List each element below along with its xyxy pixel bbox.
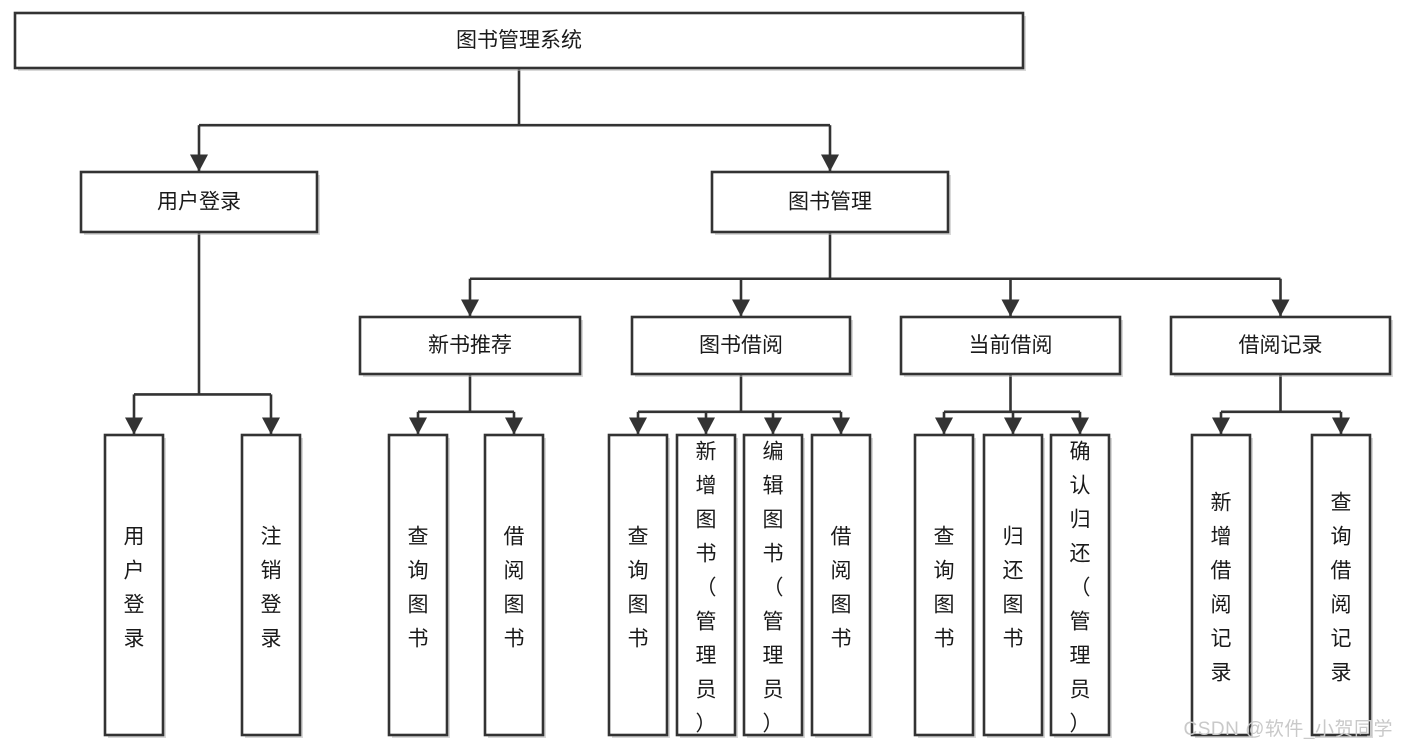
node-leaf-borrow-book-1[interactable]: 借阅图书 xyxy=(483,433,546,738)
node-leaf-add-record[interactable]: 新增借阅记录 xyxy=(1190,433,1253,738)
node-leaf-query-book-2[interactable]: 查询图书 xyxy=(607,433,670,738)
node-box[interactable] xyxy=(607,433,669,737)
node-label: 编辑图书（管理员） xyxy=(763,441,784,736)
node-label: 图书管理 xyxy=(788,191,872,214)
node-box[interactable] xyxy=(1049,433,1111,737)
node-box[interactable] xyxy=(913,433,975,737)
arrow-head-icon xyxy=(1071,417,1089,435)
arrow-head-icon xyxy=(461,299,479,317)
arrow-head-icon xyxy=(1271,299,1290,317)
arrow-head-icon xyxy=(821,154,839,172)
arrow-head-icon xyxy=(190,154,208,172)
node-user-login[interactable]: 用户登录 xyxy=(79,170,320,235)
node-box[interactable] xyxy=(675,433,737,737)
node-layer: 图书管理系统用户登录图书管理新书推荐图书借阅当前借阅借阅记录用户登录注销登录查询… xyxy=(13,11,1393,738)
node-label: 新增借阅记录 xyxy=(1211,492,1232,685)
arrow-head-icon xyxy=(697,417,715,435)
node-label: 新增图书（管理员） xyxy=(696,441,717,736)
node-leaf-borrow-book-2[interactable]: 借阅图书 xyxy=(810,433,873,738)
node-label: 新书推荐 xyxy=(428,334,512,357)
node-book-borrow[interactable]: 图书借阅 xyxy=(630,315,853,377)
edge-layer xyxy=(125,68,1350,435)
node-box[interactable] xyxy=(630,315,852,376)
node-box[interactable] xyxy=(1310,433,1372,737)
arrow-head-icon xyxy=(1212,417,1230,435)
node-label: 确认归还（管理员） xyxy=(1070,441,1091,736)
node-box[interactable] xyxy=(742,433,804,737)
node-leaf-logout[interactable]: 注销登录 xyxy=(240,433,303,738)
node-current-borrow[interactable]: 当前借阅 xyxy=(899,315,1123,377)
node-leaf-confirm-return[interactable]: 确认归还（管理员） xyxy=(1049,433,1112,738)
node-box[interactable] xyxy=(358,315,582,376)
node-new-book-rec[interactable]: 新书推荐 xyxy=(358,315,583,377)
node-root[interactable]: 图书管理系统 xyxy=(13,11,1026,71)
node-label: 归还图书 xyxy=(1003,526,1024,651)
arrow-head-icon xyxy=(1004,417,1022,435)
node-box[interactable] xyxy=(103,433,165,737)
arrow-head-icon xyxy=(732,299,750,317)
arrow-head-icon xyxy=(1332,417,1350,435)
node-label: 当前借阅 xyxy=(969,334,1053,357)
node-box[interactable] xyxy=(387,433,449,737)
node-label: 图书借阅 xyxy=(699,334,783,357)
node-label: 借阅图书 xyxy=(831,526,852,651)
node-box[interactable] xyxy=(1169,315,1392,376)
node-book-manage[interactable]: 图书管理 xyxy=(710,170,951,235)
node-leaf-add-book[interactable]: 新增图书（管理员） xyxy=(675,433,738,738)
arrow-head-icon xyxy=(262,417,280,435)
arrow-head-icon xyxy=(764,417,782,435)
node-borrow-record[interactable]: 借阅记录 xyxy=(1169,315,1393,377)
node-box[interactable] xyxy=(1190,433,1252,737)
node-label: 借阅记录 xyxy=(1239,334,1323,357)
node-box[interactable] xyxy=(810,433,872,737)
node-leaf-query-book-1[interactable]: 查询图书 xyxy=(387,433,450,738)
node-leaf-user-login[interactable]: 用户登录 xyxy=(103,433,166,738)
node-box[interactable] xyxy=(710,170,950,234)
arrow-head-icon xyxy=(125,417,143,435)
arrow-head-icon xyxy=(832,417,850,435)
node-box[interactable] xyxy=(79,170,319,234)
node-label: 图书管理系统 xyxy=(456,29,582,52)
node-leaf-edit-book[interactable]: 编辑图书（管理员） xyxy=(742,433,805,738)
node-box[interactable] xyxy=(982,433,1044,737)
node-box[interactable] xyxy=(13,11,1025,70)
node-label: 借阅图书 xyxy=(504,526,525,651)
node-label: 注销登录 xyxy=(261,526,282,651)
node-leaf-query-record[interactable]: 查询借阅记录 xyxy=(1310,433,1373,738)
node-label: 用户登录 xyxy=(124,526,145,651)
node-label: 用户登录 xyxy=(157,191,241,214)
node-label: 查询图书 xyxy=(628,526,649,651)
arrow-head-icon xyxy=(1001,299,1020,317)
node-label: 查询借阅记录 xyxy=(1331,492,1352,685)
node-leaf-query-book-3[interactable]: 查询图书 xyxy=(913,433,976,738)
node-label: 查询图书 xyxy=(408,526,429,651)
arrow-head-icon xyxy=(409,417,427,435)
node-box[interactable] xyxy=(899,315,1122,376)
arrow-head-icon xyxy=(629,417,647,435)
arrow-head-icon xyxy=(935,417,953,435)
node-label: 查询图书 xyxy=(934,526,955,651)
node-leaf-return-book[interactable]: 归还图书 xyxy=(982,433,1045,738)
arrow-head-icon xyxy=(505,417,523,435)
node-box[interactable] xyxy=(240,433,302,737)
node-box[interactable] xyxy=(483,433,545,737)
